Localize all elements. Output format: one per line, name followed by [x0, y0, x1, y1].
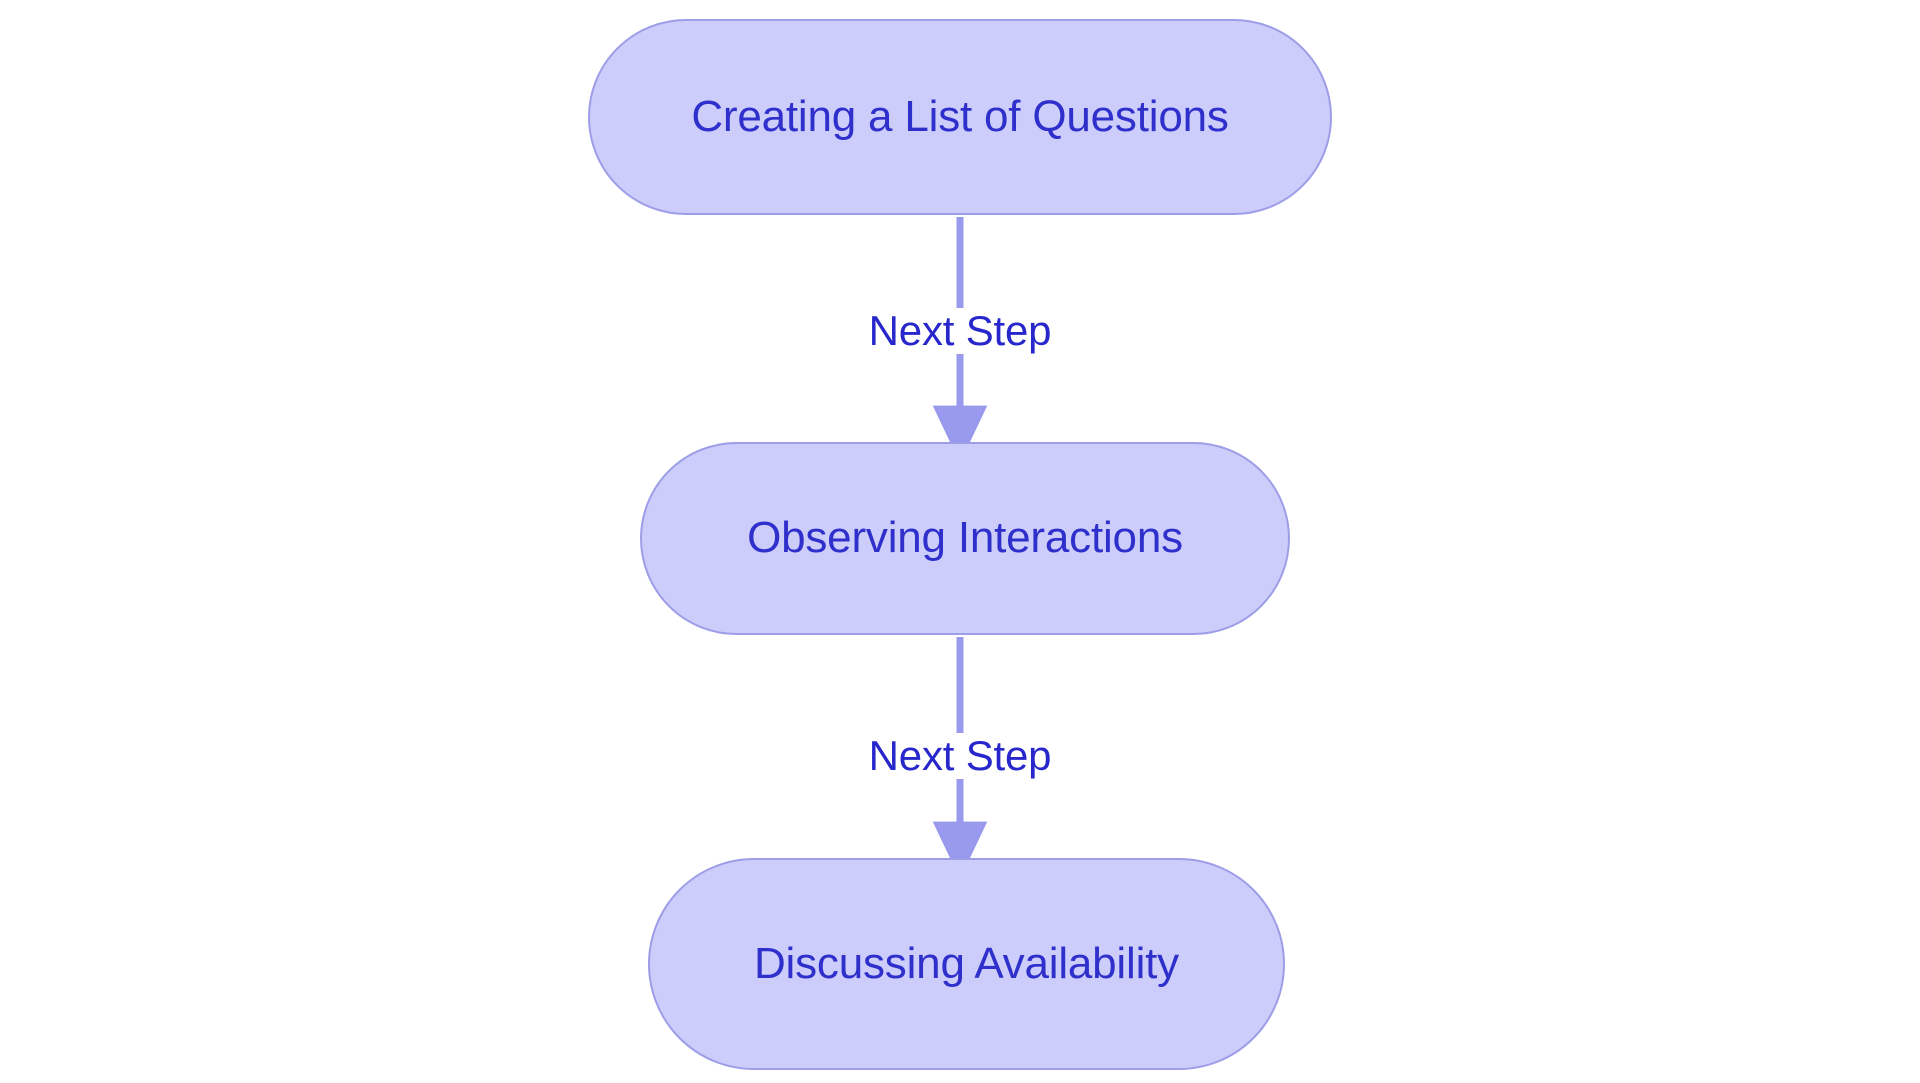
- flow-node-discussing-availability[interactable]: Discussing Availability: [648, 858, 1285, 1070]
- flow-node-creating-a-list-of-questions[interactable]: Creating a List of Questions: [588, 19, 1332, 215]
- edge-label-next-step-1: Next Step: [860, 308, 1060, 354]
- flow-node-observing-interactions[interactable]: Observing Interactions: [640, 442, 1290, 635]
- flow-node-label: Creating a List of Questions: [691, 91, 1229, 141]
- edge-label-next-step-2: Next Step: [860, 733, 1060, 779]
- flow-node-label: Observing Interactions: [747, 513, 1183, 563]
- flow-node-label: Discussing Availability: [753, 938, 1179, 988]
